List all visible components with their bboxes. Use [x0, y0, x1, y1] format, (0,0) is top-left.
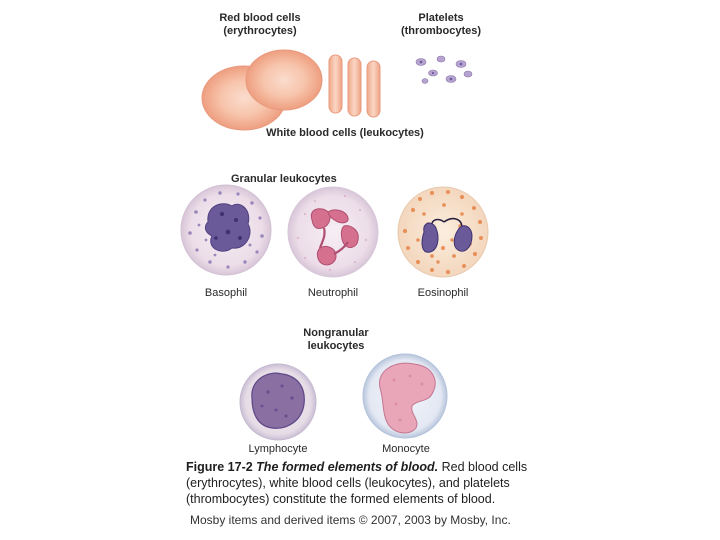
- basophil-cell: [180, 184, 272, 276]
- monocyte-cell: [362, 353, 448, 439]
- eosinophil-label: Eosinophil: [417, 287, 469, 299]
- platelets-label: Platelets (thrombocytes): [386, 12, 496, 38]
- platelets-label-line1: Platelets: [418, 12, 464, 24]
- caption-body: Red blood cells (erythrocytes), white bl…: [186, 460, 528, 506]
- nongranular-line1: Nongranular: [303, 327, 369, 339]
- rbc-side-2: [347, 57, 362, 117]
- copyright-credit: Mosby items and derived items © 2007, 20…: [190, 513, 511, 527]
- eosinophil-cell: [397, 186, 489, 278]
- rbc-side-3: [366, 60, 381, 118]
- monocyte-label: Monocyte: [382, 443, 430, 455]
- granular-heading: Granular leukocytes: [231, 173, 337, 185]
- caption-title: The formed elements of blood.: [256, 460, 439, 474]
- lymphocyte-label: Lymphocyte: [248, 443, 308, 455]
- platelets-label-line2: (thrombocytes): [400, 25, 482, 37]
- rbc-disc-front: [245, 49, 323, 111]
- red-blood-cells: [201, 49, 381, 131]
- rbc-label-line1: Red blood cells: [219, 12, 301, 24]
- lymphocyte-cell: [239, 363, 317, 441]
- rbc-label: Red blood cells (erythrocytes): [200, 12, 320, 38]
- wbc-label: White blood cells (leukocytes): [266, 127, 424, 139]
- basophil-label: Basophil: [204, 287, 248, 299]
- neutrophil-label: Neutrophil: [307, 287, 359, 299]
- nongranular-line2: leukocytes: [307, 340, 365, 352]
- rbc-label-line2: (erythrocytes): [223, 25, 297, 37]
- platelets: [415, 55, 473, 84]
- rbc-side-1: [328, 54, 343, 114]
- nongranular-heading: Nongranular leukocytes: [286, 327, 386, 353]
- caption-figure-number: Figure 17-2: [186, 460, 253, 474]
- neutrophil-cell: [287, 186, 379, 278]
- figure-caption: Figure 17-2 The formed elements of blood…: [186, 459, 546, 507]
